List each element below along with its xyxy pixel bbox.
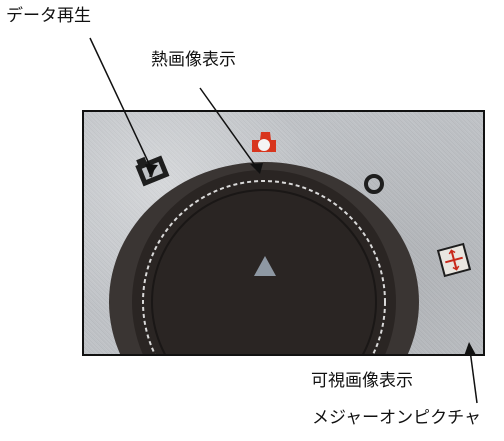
arrow-head-measure bbox=[464, 342, 476, 356]
dial-serrated-edge bbox=[142, 180, 386, 354]
pointer-line-measure bbox=[469, 349, 478, 404]
dial-inner-ring bbox=[151, 189, 377, 354]
arrow-head-thermal bbox=[250, 163, 263, 174]
label-measure-on-picture: メジャーオンピクチャ bbox=[312, 408, 481, 428]
label-visible-display: 可視画像表示 bbox=[311, 371, 413, 391]
label-thermal-display: 熱画像表示 bbox=[151, 50, 236, 70]
pointer-line-thermal bbox=[199, 87, 258, 169]
dial-pointer-triangle-icon bbox=[254, 256, 276, 276]
arrow-head-data-playback bbox=[145, 164, 158, 176]
visible-image-icon bbox=[364, 174, 384, 194]
measure-on-picture-icon bbox=[436, 242, 472, 278]
mode-dial-graphic bbox=[109, 132, 472, 354]
thermal-camera-icon bbox=[252, 132, 276, 152]
label-data-playback: データ再生 bbox=[6, 6, 91, 26]
mode-dial-photo bbox=[82, 110, 485, 356]
pointer-line-data-playback bbox=[89, 37, 153, 171]
